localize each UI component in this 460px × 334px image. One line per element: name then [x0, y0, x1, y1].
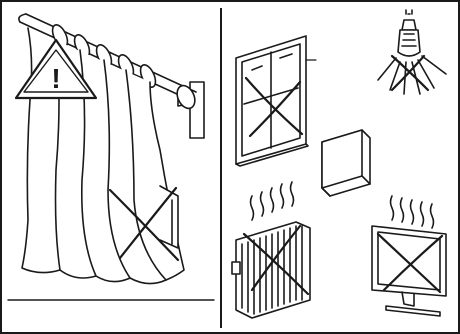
thermostat-item	[322, 130, 370, 196]
window-item	[236, 36, 308, 166]
warning-symbol: !	[51, 63, 60, 94]
